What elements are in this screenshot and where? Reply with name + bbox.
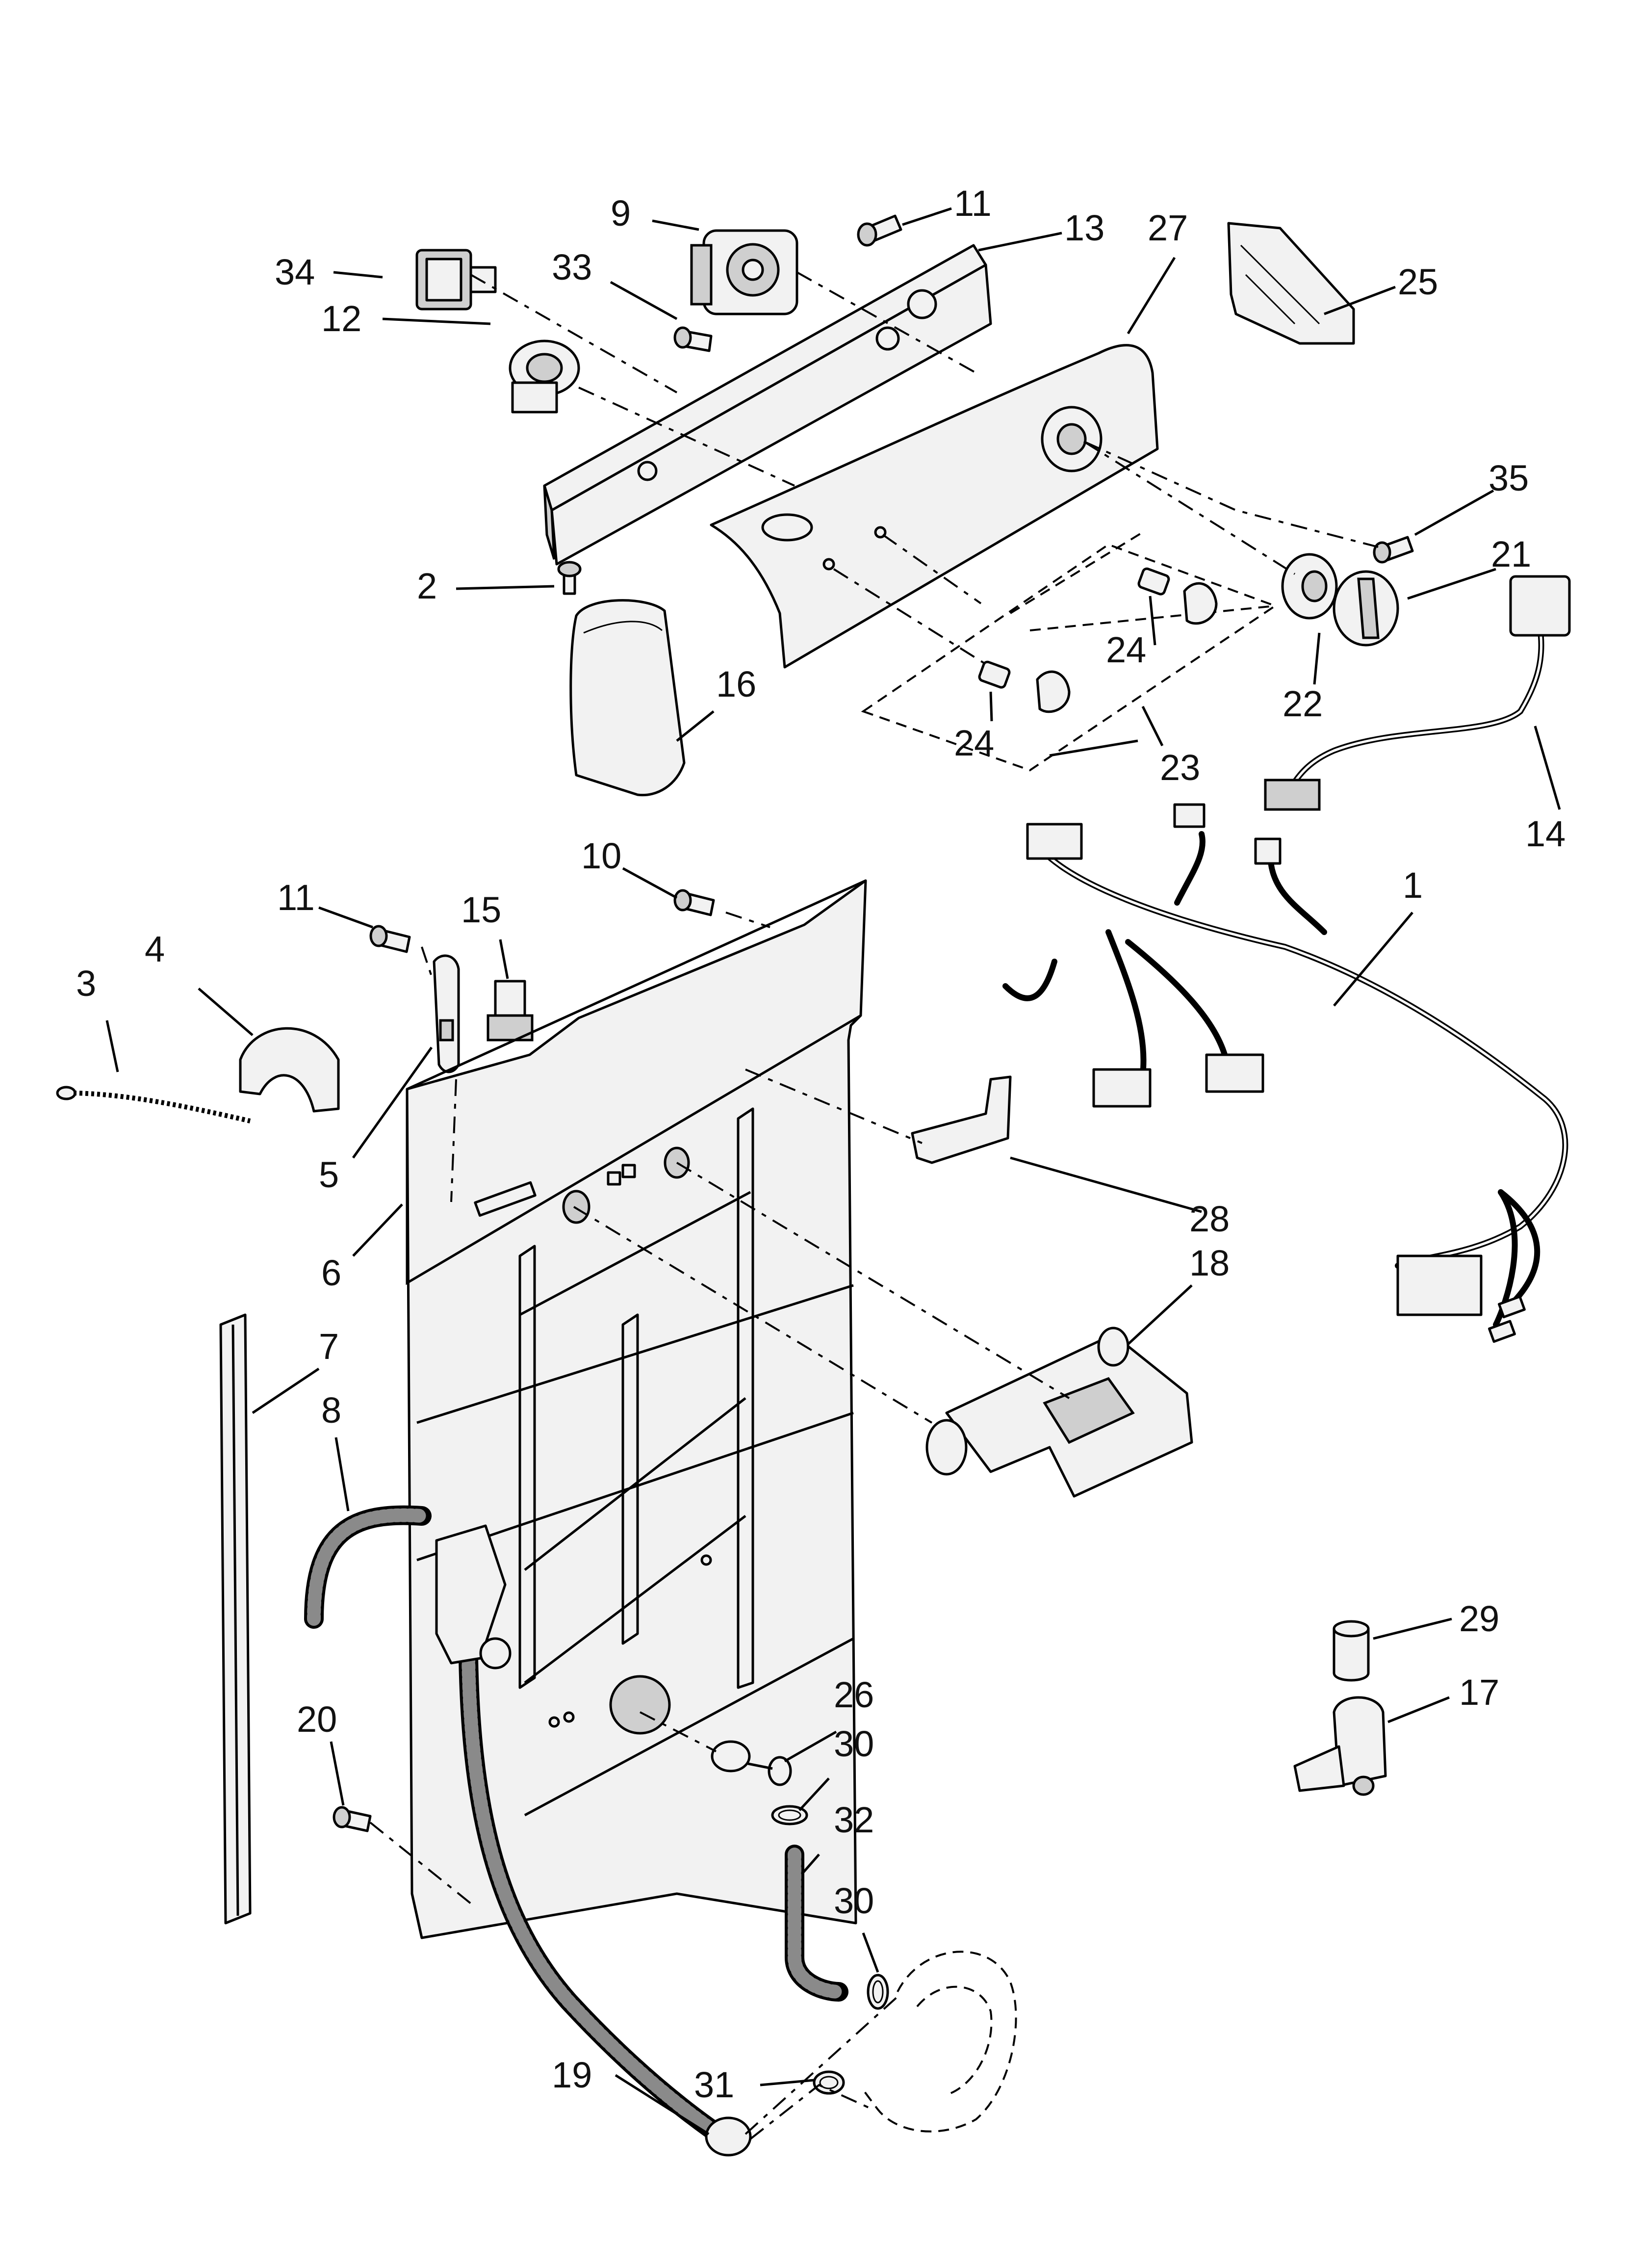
part-3-cable-tie [56,1086,251,1123]
callout-26: 26 [834,1674,874,1715]
part-20-screw [333,1806,372,1832]
callout-10: 10 [581,835,621,876]
callout-31: 31 [694,2064,734,2105]
callout-23: 23 [1160,747,1200,788]
callout-11-left: 11 [277,877,315,918]
callout-11-top: 11 [954,183,992,224]
part-11-screw-left [369,925,411,953]
callout-18: 18 [1189,1243,1230,1283]
callout-28: 28 [1189,1199,1230,1239]
part-6-rear-panel [406,879,867,1939]
callout-24-upper: 24 [1106,629,1146,670]
callout-32: 32 [834,1799,874,1840]
callout-7: 7 [319,1326,339,1367]
callout-5: 5 [319,1154,339,1195]
callout-3: 3 [76,963,96,1004]
callout-15: 15 [461,889,501,930]
part-11-screw-top [857,214,902,247]
callout-8: 8 [321,1390,341,1431]
part-28-bracket [911,1075,1012,1164]
part-17-pump [1293,1696,1387,1796]
callout-29: 29 [1459,1598,1499,1639]
callout-labels: 34 12 9 11 13 33 27 25 35 21 22 14 2 16 … [76,183,1565,2105]
part-9-timer [690,229,798,315]
part-26-plug [711,1740,792,1786]
callout-33: 33 [552,247,592,287]
part-8-drain-hose [304,1505,752,2157]
callout-22: 22 [1283,683,1323,724]
part-15-lid-switch [487,980,534,1042]
callout-21: 21 [1491,534,1531,574]
callout-20: 20 [297,1699,337,1740]
part-2-screw [557,561,582,595]
callout-1: 1 [1403,865,1423,906]
part-5-strike [433,954,460,1073]
part-7-trim [219,1313,252,1925]
part-35-screw [1373,536,1414,564]
callout-19: 19 [552,2055,592,2095]
callout-16: 16 [716,664,756,704]
callout-24-lower: 24 [954,723,994,763]
callout-14: 14 [1525,813,1565,854]
callout-4: 4 [145,929,165,969]
part-32-hose [785,1845,848,2002]
part-29-capacitor [1333,1620,1370,1682]
callout-2: 2 [417,566,437,606]
part-21-knob [1333,570,1399,647]
callout-27: 27 [1148,208,1188,248]
part-13-control-bracket [543,244,992,566]
part-23-knob-group [861,531,1278,772]
part-30-clamp-upper [771,1805,808,1825]
part-22-knob-skirt [1281,553,1338,620]
part-1-wire-harness [1002,803,1568,1343]
part-30-clamp-lower [867,1974,889,2010]
callout-34: 34 [275,252,315,292]
callout-12: 12 [321,298,361,339]
part-31-clamp [813,2070,845,2095]
part-25-end-cap [1227,222,1355,345]
alignment-lines [369,271,1379,2140]
callout-17: 17 [1459,1672,1499,1713]
callout-13: 13 [1064,208,1104,248]
part-4-hinge-cover [239,1027,340,1113]
callout-30-lower: 30 [834,1880,874,1921]
part-27-console [710,344,1159,669]
callout-35: 35 [1488,458,1529,498]
part-12-pressure-switch [509,339,580,414]
callout-30-upper: 30 [834,1723,874,1764]
callout-6: 6 [321,1252,341,1293]
part-33-screw [673,326,713,352]
part-14-power-cord [1264,575,1571,811]
callout-9: 9 [611,193,631,234]
callout-25: 25 [1398,261,1438,302]
pump-reference-dashed [862,1951,1017,2133]
part-16-end-cap [569,599,686,797]
leader-lines [105,207,1561,2136]
part-18-inlet-valve [925,1327,1193,1498]
part-10-screw [673,889,715,916]
part-34-control-module [415,249,497,311]
